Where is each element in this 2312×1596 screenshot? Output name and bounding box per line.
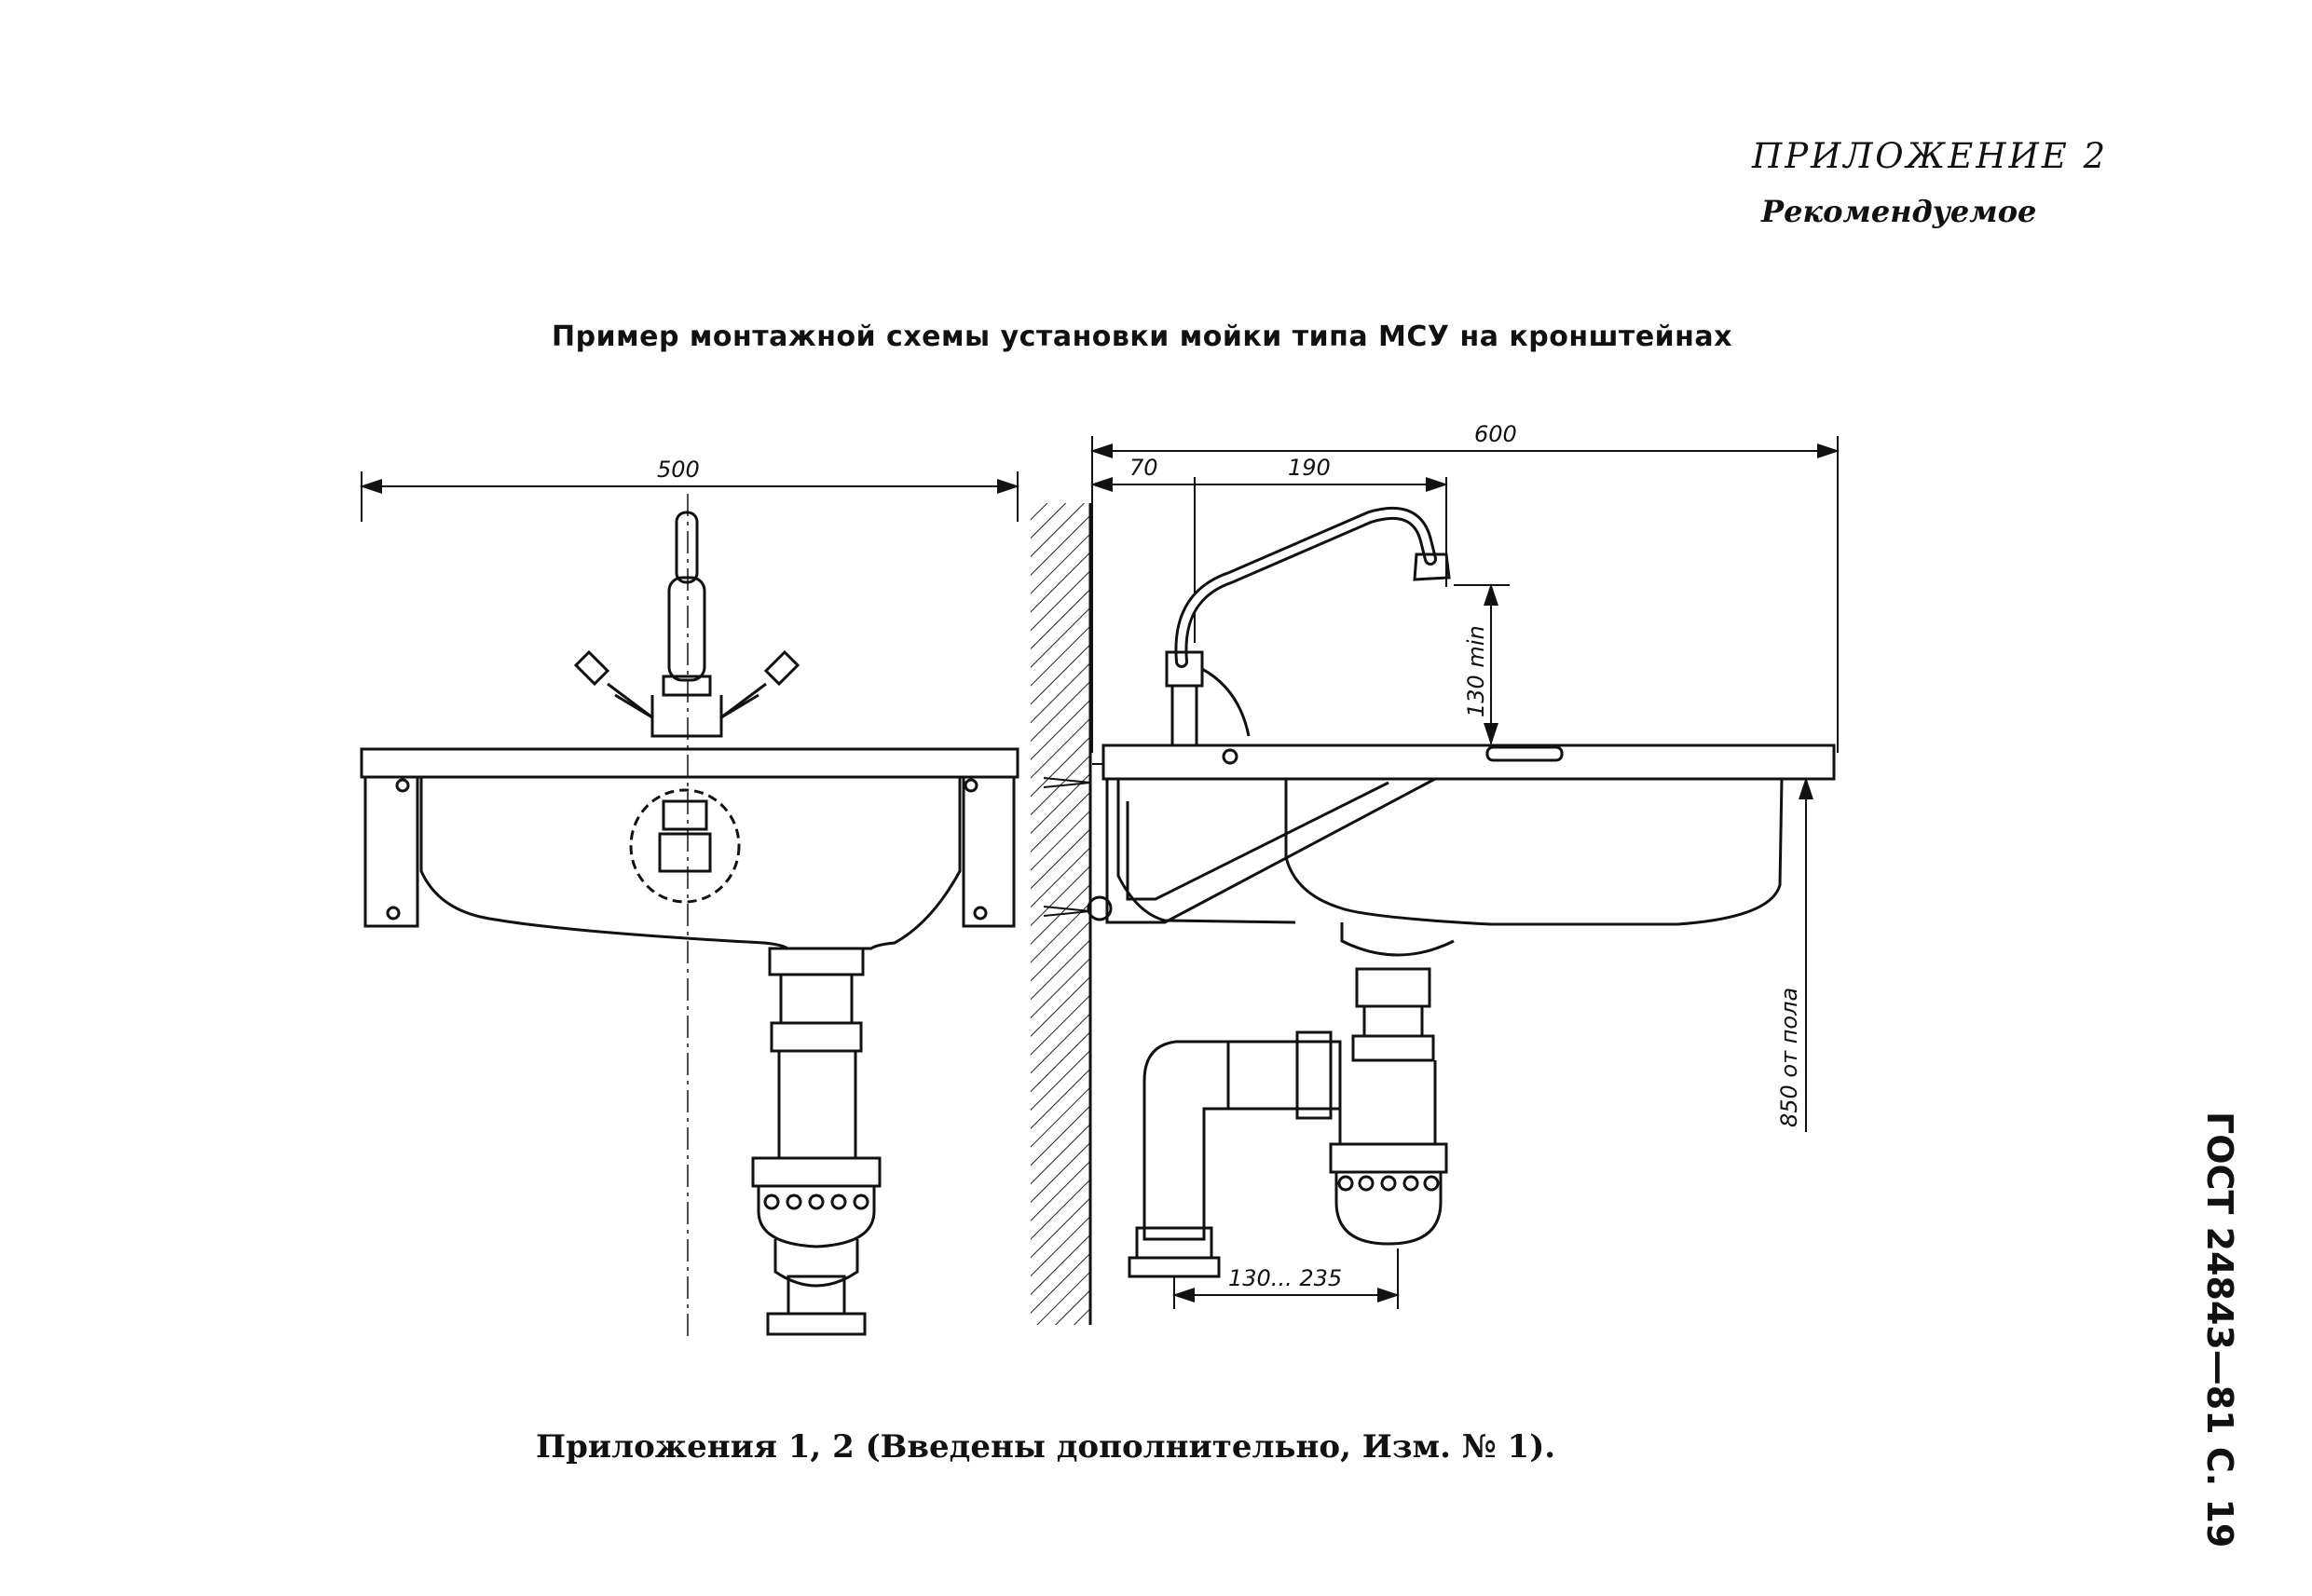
footnote: Приложения 1, 2 (Введены дополнительно, …: [536, 1428, 1556, 1466]
appendix-status: Рекомендуемое: [1761, 194, 2037, 229]
dim-floor-height: 850 от пола: [1776, 988, 1802, 1127]
front-view: 500: [360, 457, 1019, 1342]
standard-reference-text: ГОСТ 24843—81 С. 19: [2199, 1112, 2240, 1548]
dim-side-offset-1: 70: [1129, 455, 1158, 481]
dim-front-width: 500: [657, 457, 700, 483]
dim-side-total: 600: [1474, 421, 1517, 447]
standard-reference: ГОСТ 24843—81 С. 19: [2199, 1112, 2255, 1548]
appendix-title: ПРИЛОЖЕНИЕ 2: [1752, 136, 2109, 176]
side-view: 600 70 190 130 min: [1043, 421, 1840, 1309]
dim-spout-height: 130 min: [1463, 625, 1489, 717]
figure-title: Пример монтажной схемы установки мойки т…: [552, 321, 1733, 353]
dim-trap-range: 130... 235: [1228, 1265, 1342, 1291]
dim-side-offset-2: 190: [1288, 455, 1331, 481]
